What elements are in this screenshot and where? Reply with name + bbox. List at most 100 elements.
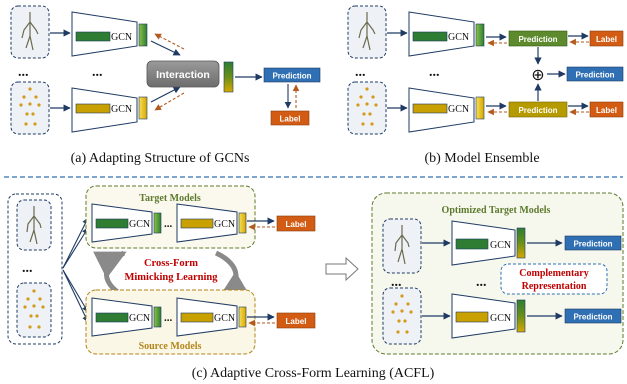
ellipsis-left: ... [391,275,402,290]
green-output-block [153,212,162,234]
skeleton-box-bottom [382,287,422,345]
complementary-line2: Representation [522,281,587,292]
prediction-label: Prediction [518,106,557,115]
green-output-block [475,23,485,47]
gcn-label: GCN [111,32,132,43]
label-text: Label [596,35,617,44]
label-text: Label [286,317,307,326]
green-feature-bar [95,312,129,323]
green-output-block [138,23,148,47]
label-text: Label [280,115,301,124]
optimized-models-label: Optimized Target Models [442,205,551,216]
green-output-block [153,306,162,328]
label-box-top [589,30,624,47]
gold-output-block [238,212,247,234]
green-feature-bar [95,218,129,229]
skeleton-dots-icon [19,87,41,126]
prediction-label: Prediction [272,72,311,81]
prediction-box-bottom [564,308,622,324]
prediction-label: Prediction [518,35,557,44]
arrow-bottom-to-interaction [150,86,181,103]
gold-output-block [138,96,148,120]
cfml-line2: Mimicking Learning [124,272,218,283]
skeleton-line-icon [358,12,376,51]
arrow-interaction-to-top-dashed [154,33,185,50]
ellipsis-left: ... [22,261,33,276]
gcn-label: GCN [490,240,511,251]
panel-b: ... GCN GCN ... Prediction Label Predict… [347,5,624,166]
input-group-box [7,193,63,345]
cfml-line1: Cross-Form [144,258,198,269]
skeleton-line-icon [26,206,42,245]
arrow-input-to-source-bottom [62,269,89,323]
ellipsis-inner: ... [164,312,173,324]
caption-a: (a) Adapting Structure of GCNs [71,151,250,166]
ellipsis-mid: ... [476,275,487,290]
prediction-box-bottom [508,101,568,118]
interaction-box [146,60,220,88]
arrow-input-to-source-top [62,269,89,313]
prediction-label: Prediction [573,313,612,322]
mixed-output-block [516,299,526,333]
complementary-line1: Complementary [519,268,588,279]
label-text: Label [286,220,307,229]
skeleton-box-bottom [16,282,52,338]
ellipsis-left: ... [18,65,29,80]
gcn-label: GCN [214,219,235,230]
gcn-label: GCN [129,219,150,230]
mixed-output-block [516,227,526,259]
skeleton-dots-icon [356,87,378,126]
green-feature-bar [412,31,448,42]
interaction-label: Interaction [156,69,210,81]
gold-feature-bar [180,312,214,323]
plus-icon: ⊕ [531,67,544,84]
label-box-target [276,215,316,232]
gold-output-block [475,96,485,120]
gcn-label: GCN [129,313,150,324]
arrow-input-to-target-bottom [62,227,89,269]
green-feature-bar [75,31,111,42]
ellipsis-mid: ... [92,65,103,80]
skeleton-box-bottom [10,81,50,135]
gold-feature-bar [455,311,489,323]
prediction-box-top [508,30,568,47]
ellipsis-inner: ... [164,218,173,230]
label-box-a [270,110,310,126]
arrow-top-to-interaction [150,40,181,56]
prediction-box-top [564,235,622,251]
label-text: Label [596,106,617,115]
gcn-label: GCN [448,104,469,115]
skeleton-box-bottom [347,81,387,135]
gold-feature-bar [180,218,214,229]
gcn-label: GCN [214,313,235,324]
prediction-label: Prediction [575,71,614,80]
source-models-label: Source Models [139,341,202,352]
prediction-box-final [566,66,624,82]
panel-a: ... GCN GCN ... Interaction Prediction L… [10,5,321,166]
skeleton-line-icon [394,225,410,265]
ellipsis-mid: ... [429,65,440,80]
gold-feature-bar [412,103,448,114]
panel-c: ... Target Models GCN ... GCN Label Cros… [7,185,624,381]
skeleton-line-icon [21,12,39,51]
skeleton-dots-icon [23,289,45,329]
prediction-box-a [263,67,321,83]
gold-feature-bar [75,103,111,114]
target-models-label: Target Models [139,193,201,204]
fused-feature-block [223,61,234,93]
green-feature-bar [455,238,489,250]
gcn-label: GCN [490,313,511,324]
arrow-input-to-target-top [62,217,89,269]
label-box-bottom [589,101,624,118]
gcn-label: GCN [111,104,132,115]
arrow-interaction-to-bottom-dashed [154,92,185,111]
skeleton-dots-icon [391,294,413,334]
caption-c: (c) Adaptive Cross-Form Learning (ACFL) [192,366,435,381]
gold-output-block [238,306,247,328]
caption-b: (b) Model Ensemble [424,151,539,166]
label-box-source [276,312,316,329]
complementary-box [500,263,608,295]
transition-arrow-icon [325,256,359,282]
gcn-label: GCN [448,32,469,43]
